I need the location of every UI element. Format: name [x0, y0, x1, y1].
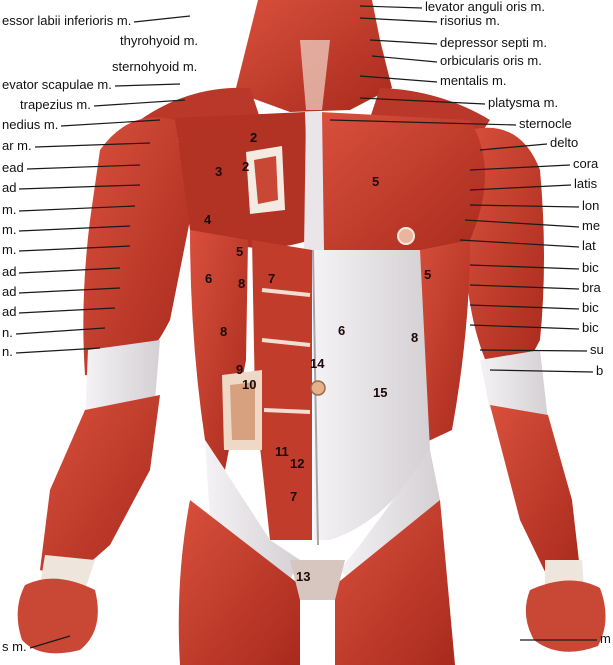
- muscle-label-right: delto: [550, 136, 578, 150]
- sternum: [304, 112, 324, 250]
- left-upper-arm: [83, 117, 190, 380]
- muscle-label-left: trapezius m.: [20, 98, 91, 112]
- muscle-label-right: su: [590, 343, 604, 357]
- muscle-number: 4: [204, 213, 211, 227]
- muscle-label-right: b: [596, 364, 603, 378]
- muscle-number: 3: [215, 165, 222, 179]
- muscle-number: 14: [310, 357, 324, 371]
- muscle-label-left: ad: [2, 305, 16, 319]
- muscle-label-right: orbicularis oris m.: [440, 54, 542, 68]
- muscle-number: 2: [242, 160, 249, 174]
- muscle-label-right: risorius m.: [440, 14, 500, 28]
- muscle-label-left: sternohyoid m.: [112, 60, 197, 74]
- muscle-number: 7: [268, 272, 275, 286]
- muscle-label-left: ar m.: [2, 139, 32, 153]
- muscle-label-left: s m.: [2, 640, 27, 654]
- left-forearm: [40, 395, 160, 580]
- muscle-number: 11: [275, 445, 289, 459]
- muscle-label-right: lat: [582, 239, 596, 253]
- muscle-label-right: latis: [574, 177, 597, 191]
- muscle-label-right: bic: [582, 301, 599, 315]
- muscle-label-right: m: [600, 632, 611, 646]
- muscle-label-right: platysma m.: [488, 96, 558, 110]
- muscle-label-left: m.: [2, 223, 16, 237]
- muscle-label-right: bic: [582, 261, 599, 275]
- muscle-number: 8: [411, 331, 418, 345]
- muscle-label-right: mentalis m.: [440, 74, 506, 88]
- right-forearm: [490, 405, 580, 578]
- muscle-number: 6: [338, 324, 345, 338]
- muscle-number: 8: [238, 277, 245, 291]
- muscle-number: 5: [236, 245, 243, 259]
- muscle-label-right: levator anguli oris m.: [425, 0, 545, 14]
- muscle-label-left: evator scapulae m.: [2, 78, 112, 92]
- muscle-label-left: nedius m.: [2, 118, 58, 132]
- muscle-label-left: ad: [2, 265, 16, 279]
- muscle-number: 6: [205, 272, 212, 286]
- muscle-number: 8: [220, 325, 227, 339]
- muscle-label-right: bic: [582, 321, 599, 335]
- muscle-number: 5: [372, 175, 379, 189]
- muscle-label-right: me: [582, 219, 600, 233]
- muscle-label-left: m.: [2, 203, 16, 217]
- muscle-label-right: sternocle: [519, 117, 572, 131]
- muscle-number: 7: [290, 490, 297, 504]
- muscle-number: 2: [250, 131, 257, 145]
- muscle-label-left: ad: [2, 181, 16, 195]
- left-fist: [18, 579, 98, 654]
- right-fist: [526, 580, 606, 651]
- muscle-label-left: n.: [2, 326, 13, 340]
- muscle-number: 10: [242, 378, 256, 392]
- muscle-label-left: m.: [2, 243, 16, 257]
- muscle-number: 13: [296, 570, 310, 584]
- navel: [311, 381, 325, 395]
- rib-window-inner: [254, 156, 278, 204]
- muscle-label-left: thyrohyoid m.: [120, 34, 198, 48]
- muscle-label-left: ad: [2, 285, 16, 299]
- muscle-label-left: essor labii inferioris m.: [2, 14, 131, 28]
- muscle-number: 15: [373, 386, 387, 400]
- muscle-number: 12: [290, 457, 304, 471]
- muscle-number: 5: [424, 268, 431, 282]
- muscle-label-right: lon: [582, 199, 599, 213]
- muscle-number: 9: [236, 363, 243, 377]
- muscle-label-right: depressor septi m.: [440, 36, 547, 50]
- ab-intersection-3: [264, 410, 310, 412]
- nipple: [398, 228, 414, 244]
- muscle-label-left: n.: [2, 345, 13, 359]
- muscle-label-right: cora: [573, 157, 598, 171]
- muscle-label-left: ead: [2, 161, 24, 175]
- left-chest-deep: [175, 112, 310, 248]
- muscle-label-right: bra: [582, 281, 601, 295]
